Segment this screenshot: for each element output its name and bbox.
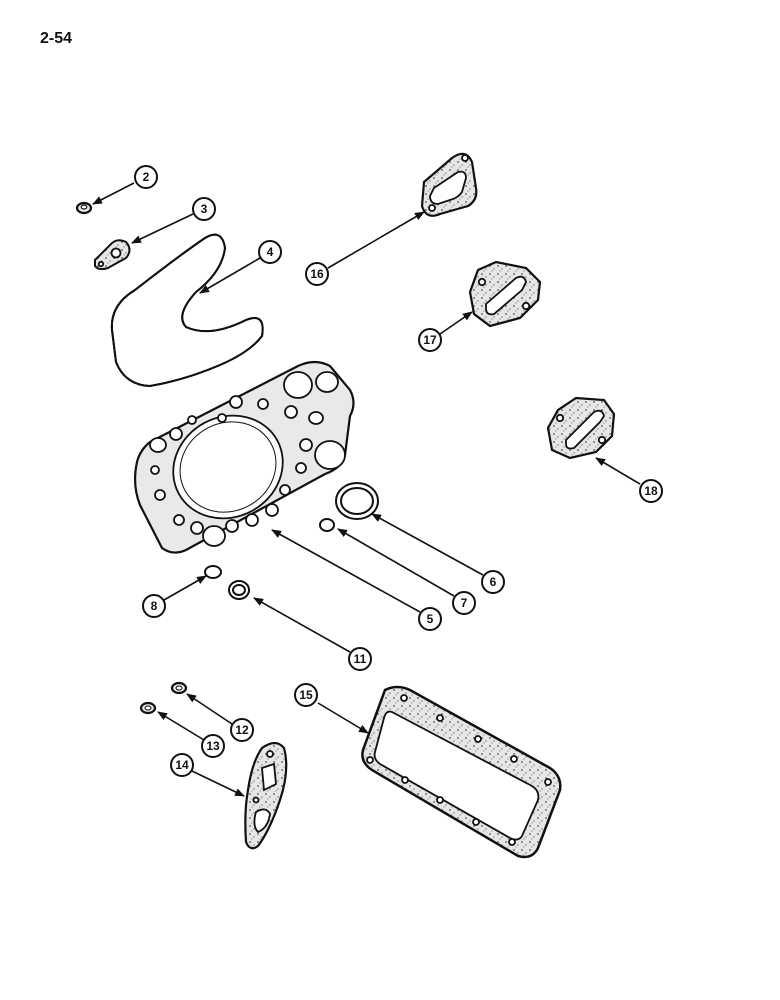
leader-6 [371,513,484,576]
callout-7: 7 [452,591,476,615]
leader-17 [439,311,473,335]
callout-13-label: 13 [206,739,220,753]
callout-2: 2 [134,165,158,189]
part-3-plate-gasket [94,239,131,271]
part-6-o-ring [335,482,379,520]
part-8-ring [204,565,222,579]
callout-15: 15 [294,683,318,707]
leader-lines [92,182,641,797]
callout-3: 3 [192,197,216,221]
part-2-nut [75,201,93,215]
part-16-flange-gasket [420,152,478,217]
part-13-washer [139,701,157,715]
leader-7 [337,528,455,597]
callout-16-label: 16 [310,267,324,281]
part-14-curved-gasket [244,741,288,850]
callout-17: 17 [418,328,442,352]
callout-15-label: 15 [299,688,313,702]
callout-14: 14 [170,753,194,777]
leader-15 [317,702,369,734]
part-11-ring [228,580,250,600]
part-15-cover-gasket [361,685,562,859]
part-17-octagon-gasket [468,260,542,328]
leader-2 [92,182,135,205]
callout-4-label: 4 [267,245,274,259]
leader-18 [595,457,641,485]
callout-4: 4 [258,240,282,264]
part-4-seal-loop [110,233,264,388]
page-number: 2-54 [40,30,73,47]
callout-12-label: 12 [235,723,249,737]
callout-7-label: 7 [461,596,468,610]
callout-8-label: 8 [151,599,158,613]
callout-3-label: 3 [201,202,208,216]
leader-14 [191,770,245,797]
callout-11: 11 [348,647,372,671]
leader-5 [271,529,421,613]
callout-6-label: 6 [490,575,497,589]
callout-5: 5 [418,607,442,631]
part-18-octagon-gasket [546,396,616,460]
leader-4 [199,257,261,294]
callout-18: 18 [639,479,663,503]
callout-17-label: 17 [423,333,437,347]
part-7-ring [319,518,335,532]
callout-16: 16 [305,262,329,286]
leader-8 [163,575,207,601]
callout-5-label: 5 [427,612,434,626]
callout-18-label: 18 [644,484,658,498]
part-12-washer [170,681,188,695]
callout-13: 13 [201,734,225,758]
leader-13 [157,711,205,741]
leader-16 [327,211,425,269]
callout-2-label: 2 [143,170,150,184]
callout-14-label: 14 [175,758,189,772]
callout-12: 12 [230,718,254,742]
part-5-head-gasket [133,360,355,554]
leader-12 [186,693,233,725]
callout-6: 6 [481,570,505,594]
leader-3 [131,213,194,244]
callout-11-label: 11 [354,652,367,666]
callout-8: 8 [142,594,166,618]
leader-11 [253,597,351,653]
